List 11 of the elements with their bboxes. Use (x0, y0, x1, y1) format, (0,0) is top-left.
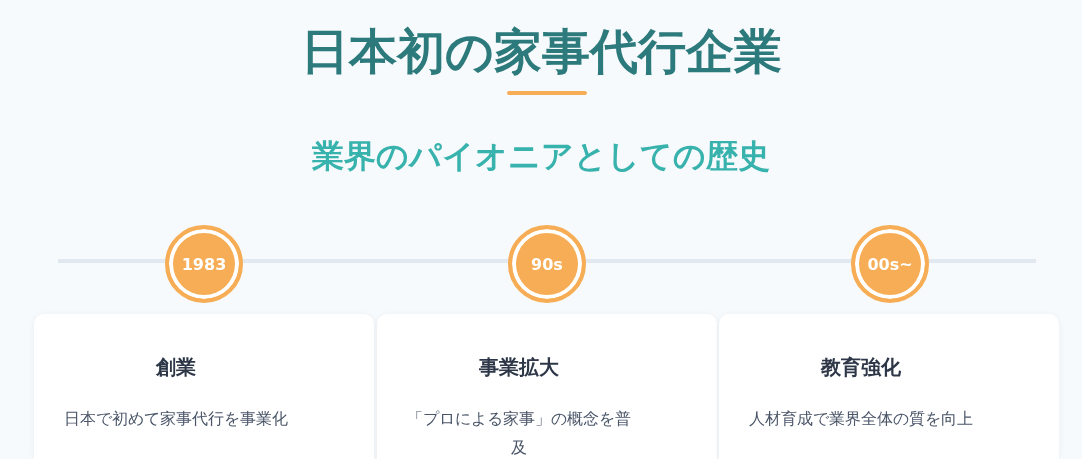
card-text: 日本で初めて家事代行を事業化 (63, 408, 289, 430)
card-text: 人材育成で業界全体の質を向上 (748, 408, 974, 430)
card-heading: 教育強化 (821, 354, 901, 380)
year-circle: 00s~ (851, 225, 929, 303)
card-text: 「プロによる家事」の概念を普及 (406, 408, 632, 459)
subtitle: 業界のパイオニアとしての歴史 (312, 136, 770, 176)
title: 日本初の家事代行企業 (300, 24, 782, 78)
year-circle: 90s (508, 225, 586, 303)
year-circle: 1983 (165, 225, 243, 303)
card-heading: 事業拡大 (479, 354, 559, 380)
card-heading: 創業 (156, 354, 196, 380)
